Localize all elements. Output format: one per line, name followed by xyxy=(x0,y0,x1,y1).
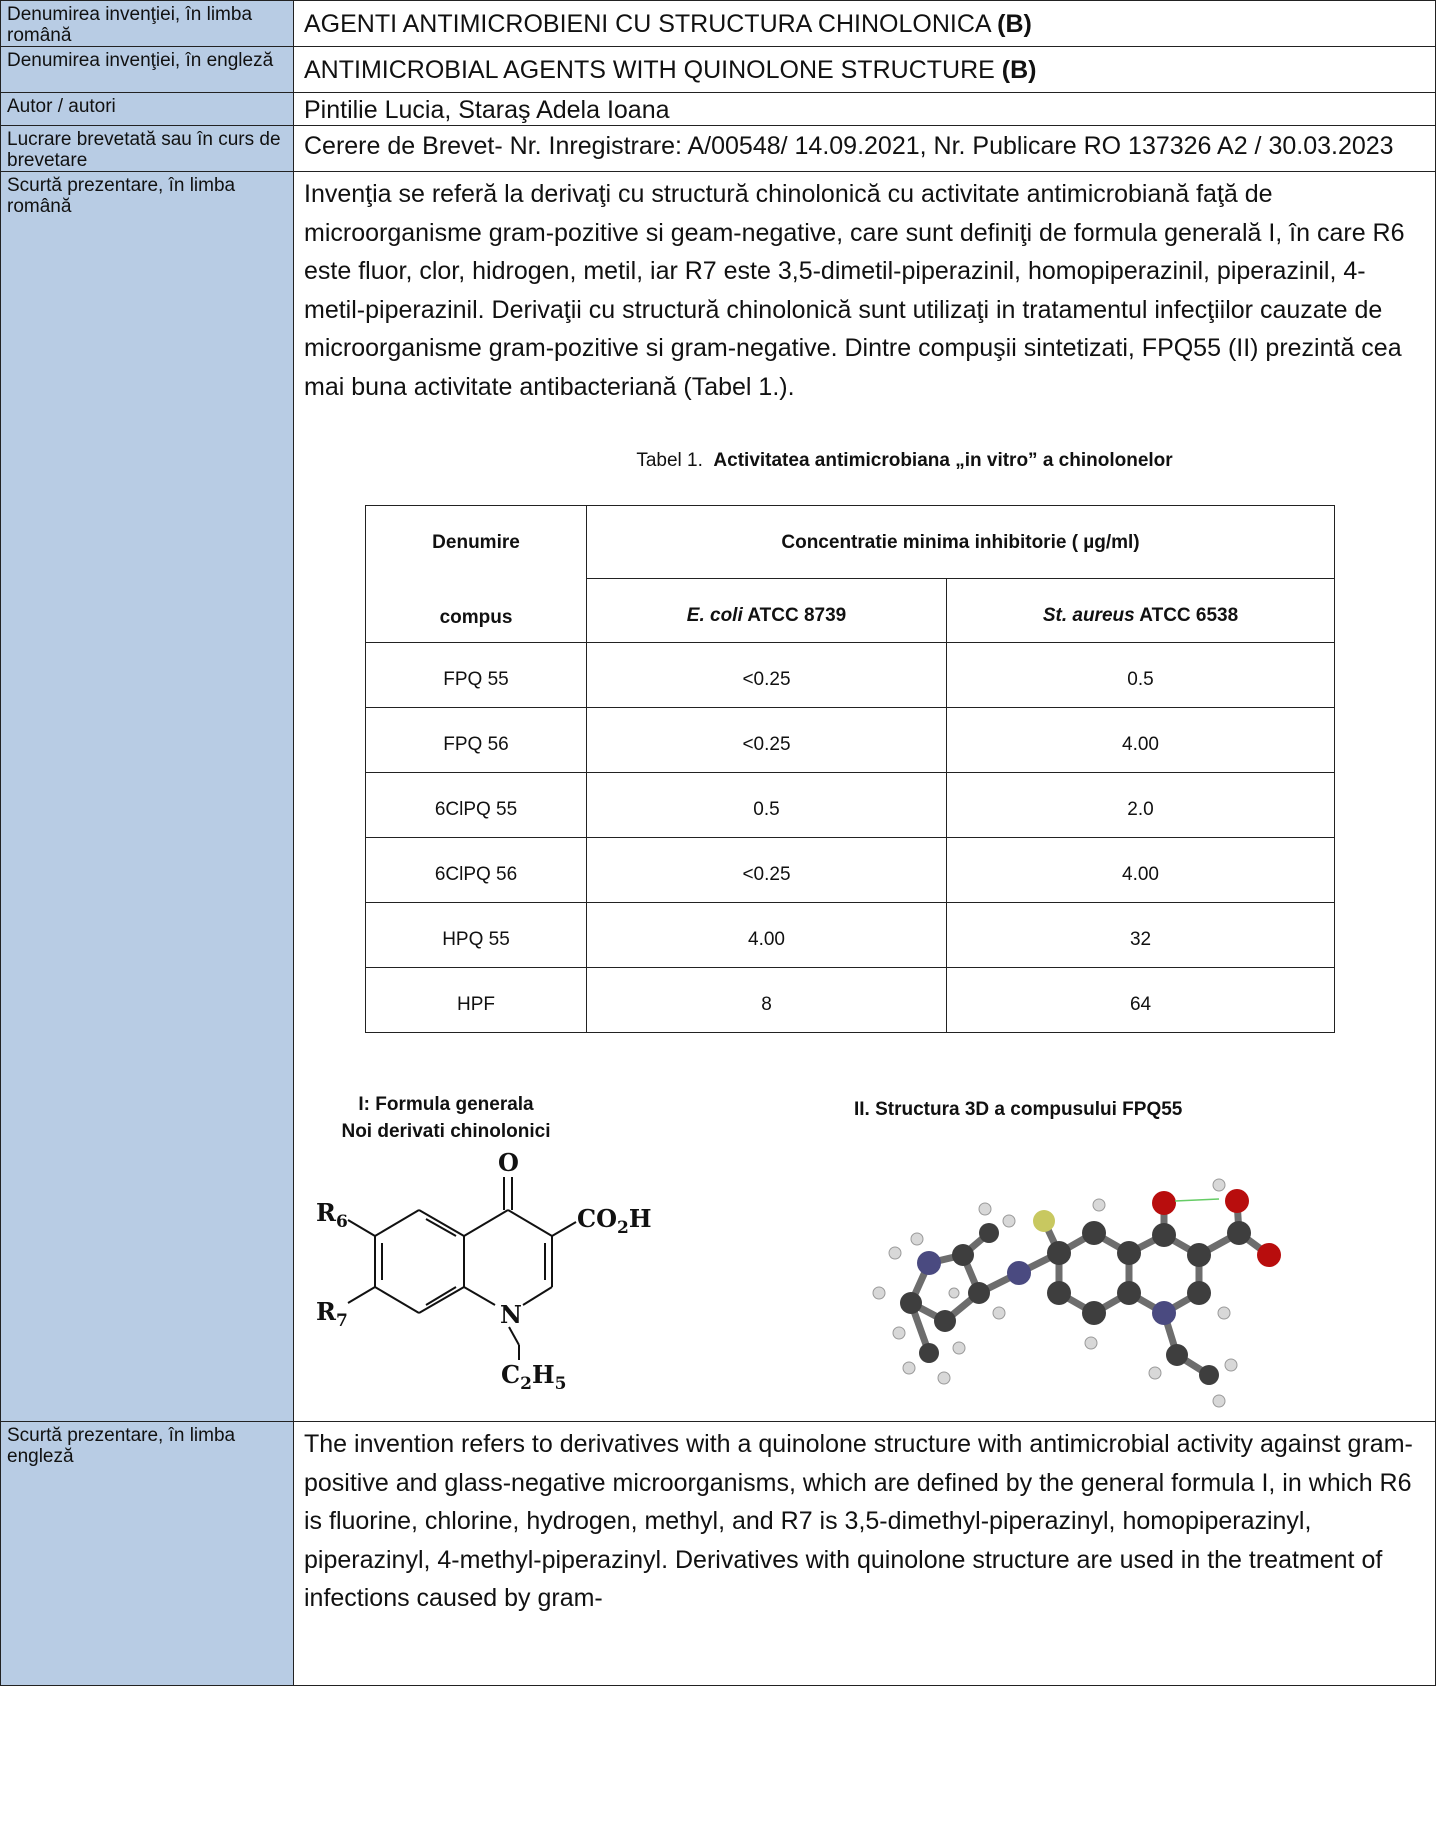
cell-ecoli: <0.25 xyxy=(586,642,947,708)
cell-text: HPQ 55 xyxy=(442,929,510,950)
invention-sheet: Denumirea invenţiei, în limba română AGE… xyxy=(0,0,1436,1686)
label-title-ro: Denumirea invenţiei, în limba română xyxy=(0,0,294,47)
ethyl-label: C2H5 xyxy=(501,1360,566,1394)
table1-subheader-row: E. coli ATCC 8739 St. aureus ATCC 6538 xyxy=(366,578,1336,643)
figure-1-title: I: Formula generala Noi derivati chinolo… xyxy=(326,1091,566,1145)
table1-col-staureus: St. aureus ATCC 6538 xyxy=(945,578,1336,643)
value-title-en: ANTIMICROBIAL AGENTS WITH QUINOLONE STRU… xyxy=(293,46,1436,93)
summary-en-text: The invention refers to derivatives with… xyxy=(304,1430,1413,1612)
ecoli-strain: ATCC 8739 xyxy=(742,605,847,626)
cell-text: <0.25 xyxy=(742,734,791,755)
label-patent: Lucrare brevetată sau în curs de breveta… xyxy=(0,125,294,172)
figure-1-title-line1: I: Formula generala xyxy=(358,1094,534,1115)
title-ro-suffix: (B) xyxy=(997,10,1032,38)
figure-2-title: II. Structura 3D a compusului FPQ55 xyxy=(854,1099,1183,1120)
cell-ecoli: <0.25 xyxy=(586,837,947,903)
cell-staureus: 0.5 xyxy=(945,642,1336,708)
cell-text: 4.00 xyxy=(1122,734,1159,755)
cell-compound: FPQ 56 xyxy=(365,707,587,773)
table-row: FPQ 56 <0.25 4.00 xyxy=(365,707,1336,773)
table-row: 6ClPQ 56 <0.25 4.00 xyxy=(365,837,1336,903)
table1-group-header: Concentratie minima inhibitorie ( µg/ml) xyxy=(585,505,1336,579)
cell-text: 2.0 xyxy=(1127,799,1154,820)
cell-compound: HPQ 55 xyxy=(365,902,587,968)
value-authors: Pintilie Lucia, Staraş Adela Ioana xyxy=(293,92,1436,126)
cell-staureus: 2.0 xyxy=(945,772,1336,838)
table1-col-ecoli: E. coli ATCC 8739 xyxy=(586,578,947,643)
table1-caption-prefix: Tabel 1. xyxy=(636,450,703,471)
cell-staureus: 4.00 xyxy=(945,707,1336,773)
cell-staureus: 4.00 xyxy=(945,837,1336,903)
figures-area: I: Formula generala Noi derivati chinolo… xyxy=(304,1091,1425,1421)
value-summary-ro: Invenţia se referă la derivaţi cu struct… xyxy=(293,171,1436,1422)
table1: Denumire compus Concentratie minima inhi… xyxy=(365,505,1336,1033)
label-title-en: Denumirea invenţiei, în engleză xyxy=(0,46,294,93)
figure-1-title-line2: Noi derivati chinolonici xyxy=(341,1121,551,1142)
cell-text: 8 xyxy=(761,994,772,1015)
value-title-ro: AGENTI ANTIMICROBIENI CU STRUCTURA CHINO… xyxy=(293,0,1436,47)
cell-compound: FPQ 55 xyxy=(365,642,587,708)
staureus-strain: ATCC 6538 xyxy=(1134,605,1239,626)
cell-compound: 6ClPQ 56 xyxy=(365,837,587,903)
cell-text: FPQ 56 xyxy=(443,734,509,755)
cell-text: 6ClPQ 56 xyxy=(434,864,518,885)
title-en-text: ANTIMICROBIAL AGENTS WITH QUINOLONE STRU… xyxy=(304,56,995,84)
r7-label: R7 xyxy=(316,1297,348,1331)
r6-label: R6 xyxy=(316,1198,348,1232)
table-row: FPQ 55 <0.25 0.5 xyxy=(365,642,1336,708)
cell-text: <0.25 xyxy=(742,864,791,885)
staureus-name: St. aureus xyxy=(1042,605,1135,626)
table-row: 6ClPQ 55 0.5 2.0 xyxy=(365,772,1336,838)
cell-text: 0.5 xyxy=(1127,669,1154,690)
summary-ro-text: Invenţia se referă la derivaţi cu struct… xyxy=(304,180,1405,401)
table-row: HPQ 55 4.00 32 xyxy=(365,902,1336,968)
row-patent: Lucrare brevetată sau în curs de breveta… xyxy=(0,125,1436,172)
label-summary-ro: Scurtă prezentare, în limba română xyxy=(0,171,294,1422)
title-en-suffix: (B) xyxy=(1001,56,1037,84)
cell-text: 6ClPQ 55 xyxy=(434,799,518,820)
cell-text: 64 xyxy=(1129,994,1152,1015)
cell-text: 0.5 xyxy=(753,799,780,820)
fpq55-3d-structure xyxy=(872,1178,1281,1408)
table-row: HPF 8 64 xyxy=(365,967,1336,1033)
title-ro-text: AGENTI ANTIMICROBIENI CU STRUCTURA CHINO… xyxy=(304,10,991,38)
cell-compound: 6ClPQ 55 xyxy=(365,772,587,838)
label-summary-en: Scurtă prezentare, în limba engleză xyxy=(0,1421,294,1686)
col-name-line1: Denumire xyxy=(432,532,520,553)
table1-header-row: Denumire compus Concentratie minima inhi… xyxy=(365,505,1336,643)
table1-col-name-header: Denumire compus xyxy=(365,505,587,643)
row-authors: Autor / autori Pintilie Lucia, Staraş Ad… xyxy=(0,92,1436,126)
value-patent: Cerere de Brevet- Nr. Inregistrare: A/00… xyxy=(293,125,1436,172)
cell-ecoli: 8 xyxy=(586,967,947,1033)
row-title-ro: Denumirea invenţiei, în limba română AGE… xyxy=(0,0,1436,47)
cell-text: 32 xyxy=(1129,929,1152,950)
row-summary-ro: Scurtă prezentare, în limba română Inven… xyxy=(0,171,1436,1422)
ecoli-name: E. coli xyxy=(686,605,743,626)
table1-caption-title: Activitatea antimicrobiana „in vitro” a … xyxy=(713,450,1173,471)
cell-text: HPF xyxy=(457,994,495,1015)
cell-text: 4.00 xyxy=(748,929,785,950)
value-summary-en: The invention refers to derivatives with… xyxy=(293,1421,1436,1686)
general-formula-structure: O CO2H R6 R7 N C2H5 xyxy=(316,1148,652,1394)
table1-caption: Tabel 1. Activitatea antimicrobiana „in … xyxy=(384,442,1425,479)
cell-ecoli: <0.25 xyxy=(586,707,947,773)
cell-text: 4.00 xyxy=(1122,864,1159,885)
row-title-en: Denumirea invenţiei, în engleză ANTIMICR… xyxy=(0,46,1436,93)
carboxyl-label: CO2H xyxy=(577,1204,652,1238)
cell-staureus: 32 xyxy=(945,902,1336,968)
cell-ecoli: 0.5 xyxy=(586,772,947,838)
cell-text: FPQ 55 xyxy=(443,669,509,690)
cell-ecoli: 4.00 xyxy=(586,902,947,968)
nitrogen-label: N xyxy=(500,1300,522,1329)
row-summary-en: Scurtă prezentare, în limba engleză The … xyxy=(0,1421,1436,1686)
cell-compound: HPF xyxy=(365,967,587,1033)
cell-text: <0.25 xyxy=(742,669,791,690)
col-name-line2: compus xyxy=(439,607,513,628)
label-authors: Autor / autori xyxy=(0,92,294,126)
oxo-label: O xyxy=(498,1148,519,1177)
group-header-text: Concentratie minima inhibitorie ( µg/ml) xyxy=(781,532,1140,553)
cell-staureus: 64 xyxy=(945,967,1336,1033)
